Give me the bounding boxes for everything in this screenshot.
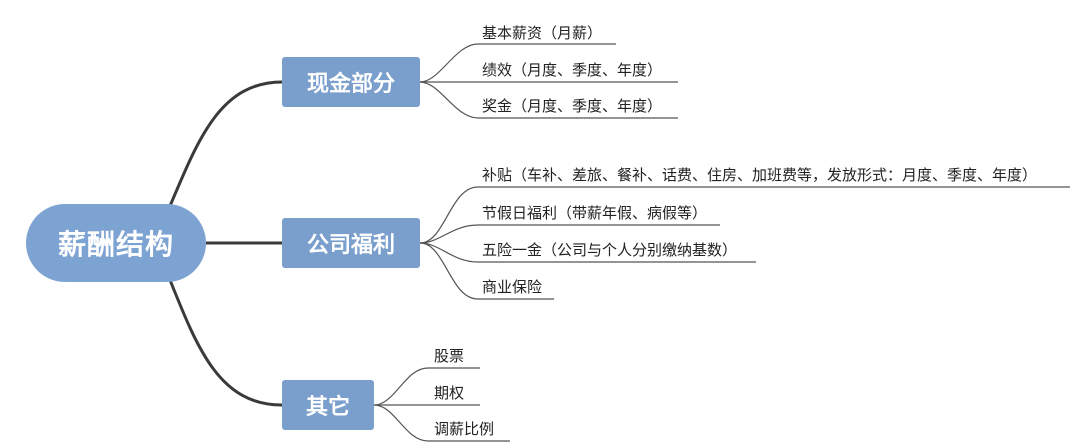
root-link-other (168, 279, 283, 407)
root-link-cash (168, 80, 283, 207)
leaf-allowance[interactable]: 补贴（车补、差旅、餐补、话费、住房、加班费等，发放形式：月度、季度、年度） (482, 166, 1038, 184)
leaf-link-2-4 (419, 242, 554, 300)
leaf-salary-adjust[interactable]: 调薪比例 (434, 420, 495, 438)
branch-node-cash[interactable]: 现金部分 (282, 57, 420, 107)
leaf-link-1-1 (419, 43, 616, 83)
leaf-social-insurance[interactable]: 五险一金（公司与个人分别缴纳基数） (482, 241, 738, 259)
leaf-commercial-insurance[interactable]: 商业保险 (482, 278, 543, 296)
leaf-bonus[interactable]: 奖金（月度、季度、年度） (482, 97, 663, 115)
leaf-option[interactable]: 期权 (434, 384, 465, 402)
branch-node-other[interactable]: 其它 (282, 380, 374, 430)
leaf-link-1-3 (419, 81, 678, 119)
branch-node-welfare[interactable]: 公司福利 (282, 218, 420, 268)
leaf-performance[interactable]: 绩效（月度、季度、年度） (482, 61, 663, 79)
leaf-link-3-3 (373, 404, 510, 442)
leaf-stock[interactable]: 股票 (434, 347, 465, 365)
leaf-link-3-1 (373, 367, 480, 406)
leaf-link-2-2 (419, 224, 720, 244)
leaf-link-2-1 (419, 186, 1070, 244)
root-node[interactable]: 薪酬结构 (26, 204, 206, 282)
leaf-holiday-benefit[interactable]: 节假日福利（带薪年假、病假等） (482, 204, 708, 222)
leaf-base-salary[interactable]: 基本薪资（月薪） (482, 24, 603, 42)
leaf-link-2-3 (419, 242, 756, 263)
